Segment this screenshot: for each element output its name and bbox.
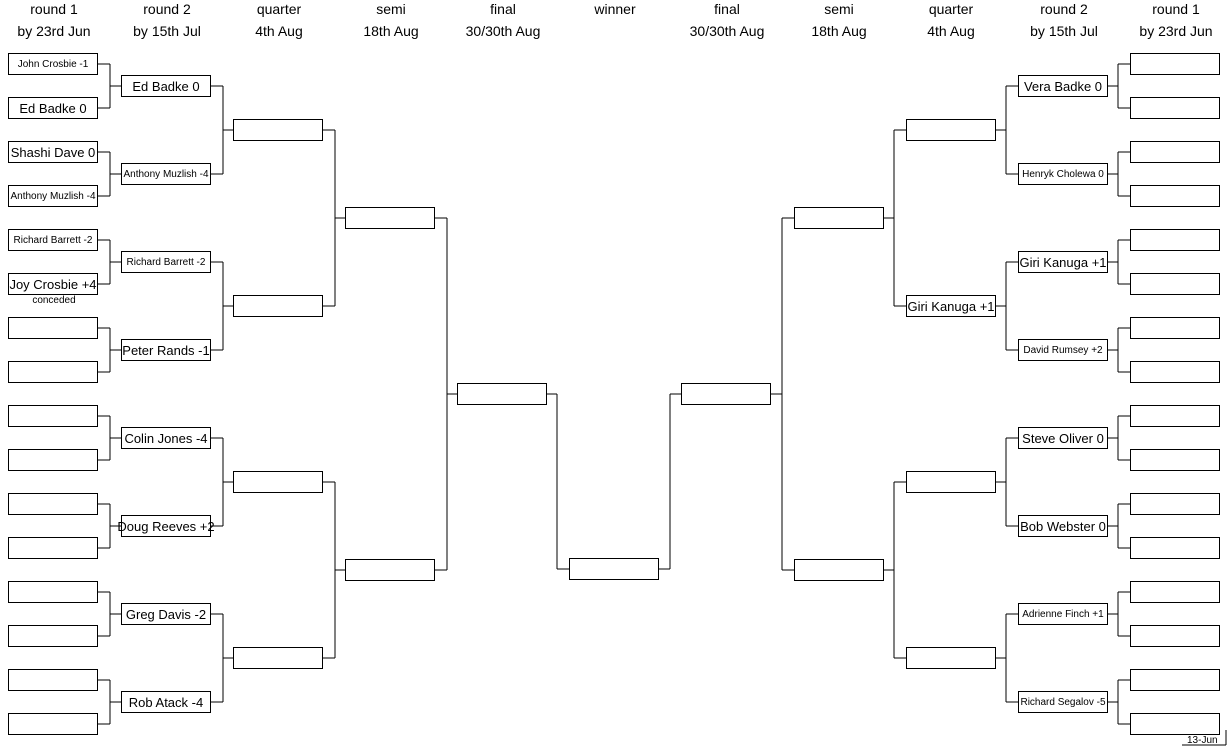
left-round2-slot-2[interactable]: Anthony Muzlish -4 [121,163,211,185]
right-round2-slot-4[interactable]: David Rumsey +2 [1018,339,1108,361]
header-date-4: 30/30th Aug [465,23,541,39]
left-round1-slot-1[interactable]: John Crosbie -1 [8,53,98,75]
right-round1-slot-10[interactable] [1130,449,1220,471]
conceded-note: conceded [32,295,76,306]
header-title-4: final [490,1,516,17]
left-round1-slot-11[interactable] [8,493,98,515]
left-round2-slot-4[interactable]: Peter Rands -1 [121,339,211,361]
right-round2-slot-2[interactable]: Henryk Cholewa 0 [1018,163,1108,185]
left-quarter-slot-2[interactable] [233,295,323,317]
header-title-6: final [714,1,740,17]
left-quarter-slot-1[interactable] [233,119,323,141]
left-round1-slot-14[interactable] [8,625,98,647]
right-round1-slot-11[interactable] [1130,493,1220,515]
right-round1-slot-9[interactable] [1130,405,1220,427]
header-title-8: quarter [928,1,974,17]
right-round1-slot-1[interactable] [1130,53,1220,75]
right-round1-slot-6[interactable] [1130,273,1220,295]
winner-slot[interactable] [569,558,659,580]
left-round1-slot-15[interactable] [8,669,98,691]
right-round1-slot-13[interactable] [1130,581,1220,603]
header-title-7: semi [824,1,854,17]
right-quarter-slot-2[interactable]: Giri Kanuga +1 [906,295,996,317]
left-round2-slot-6[interactable]: Doug Reeves +2 [117,515,215,537]
header-date-7: 18th Aug [811,23,867,39]
right-round1-slot-5[interactable] [1130,229,1220,251]
header-date-2: 4th Aug [255,23,303,39]
header-title-0: round 1 [30,1,78,17]
left-quarter-slot-4[interactable] [233,647,323,669]
right-quarter-slot-3[interactable] [906,471,996,493]
right-round2-slot-7[interactable]: Adrienne Finch +1 [1018,603,1108,625]
left-round1-slot-4[interactable]: Anthony Muzlish -4 [8,185,98,207]
right-final-slot-1[interactable] [681,383,771,405]
right-round1-slot-2[interactable] [1130,97,1220,119]
left-round1-slot-12[interactable] [8,537,98,559]
left-round1-slot-7[interactable] [8,317,98,339]
left-round1-slot-16[interactable] [8,713,98,735]
right-round1-slot-8[interactable] [1130,361,1220,383]
left-final-slot-1[interactable] [457,383,547,405]
left-round2-slot-3[interactable]: Richard Barrett -2 [121,251,211,273]
left-round2-slot-8[interactable]: Rob Atack -4 [121,691,211,713]
left-round1-slot-5[interactable]: Richard Barrett -2 [8,229,98,251]
right-semi-slot-2[interactable] [794,559,884,581]
left-round1-slot-2[interactable]: Ed Badke 0 [8,97,98,119]
right-round1-slot-4[interactable] [1130,185,1220,207]
right-round2-slot-3[interactable]: Giri Kanuga +1 [1018,251,1108,273]
header-date-9: by 15th Jul [1030,23,1098,39]
header-title-9: round 2 [1040,1,1088,17]
left-round1-slot-8[interactable] [8,361,98,383]
right-round1-slot-16[interactable] [1130,713,1220,735]
right-round1-slot-12[interactable] [1130,537,1220,559]
left-round1-slot-6[interactable]: Joy Crosbie +4 [8,273,98,295]
right-round2-slot-6[interactable]: Bob Webster 0 [1018,515,1108,537]
left-semi-slot-1[interactable] [345,207,435,229]
right-round1-slot-14[interactable] [1130,625,1220,647]
header-date-8: 4th Aug [927,23,975,39]
right-round1-slot-15[interactable] [1130,669,1220,691]
right-round2-slot-8[interactable]: Richard Segalov -5 [1018,691,1108,713]
left-quarter-slot-3[interactable] [233,471,323,493]
header-date-1: by 15th Jul [133,23,201,39]
header-title-10: round 1 [1152,1,1200,17]
right-round2-slot-1[interactable]: Vera Badke 0 [1018,75,1108,97]
header-date-3: 18th Aug [363,23,419,39]
right-semi-slot-1[interactable] [794,207,884,229]
header-title-2: quarter [256,1,302,17]
right-round2-slot-5[interactable]: Steve Oliver 0 [1018,427,1108,449]
header-date-10: by 23rd Jun [1139,23,1213,39]
left-round1-slot-10[interactable] [8,449,98,471]
right-quarter-slot-1[interactable] [906,119,996,141]
right-round1-slot-7[interactable] [1130,317,1220,339]
footer-date: 13-Jun [1187,735,1218,746]
header-date-6: 30/30th Aug [689,23,765,39]
header-date-0: by 23rd Jun [17,23,91,39]
left-round1-slot-13[interactable] [8,581,98,603]
right-quarter-slot-4[interactable] [906,647,996,669]
left-round2-slot-1[interactable]: Ed Badke 0 [121,75,211,97]
left-round1-slot-9[interactable] [8,405,98,427]
left-round1-slot-3[interactable]: Shashi Dave 0 [8,141,98,163]
left-semi-slot-2[interactable] [345,559,435,581]
left-round2-slot-5[interactable]: Colin Jones -4 [121,427,211,449]
header-title-1: round 2 [143,1,191,17]
header-title-5: winner [594,1,636,17]
left-round2-slot-7[interactable]: Greg Davis -2 [121,603,211,625]
header-title-3: semi [376,1,406,17]
right-round1-slot-3[interactable] [1130,141,1220,163]
